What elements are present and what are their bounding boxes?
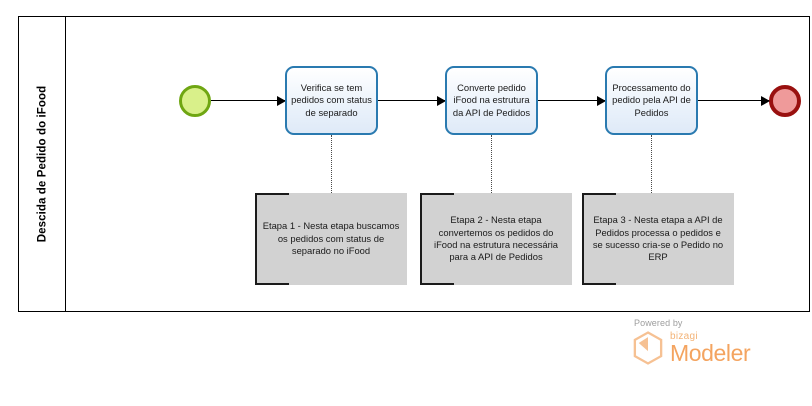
product-name-label: Modeler	[670, 339, 751, 366]
sequence-flow-task-1-to-task-2[interactable]	[378, 95, 446, 106]
task-label: Processamento do pedido pela API de Pedi…	[612, 82, 691, 118]
branding-block: Powered by bizagi Modeler	[632, 318, 808, 388]
association-task-2-to-annotation-2	[491, 135, 492, 193]
text-annotation-etapa-3[interactable]: Etapa 3 - Nesta etapa a API de Pedidos p…	[582, 193, 734, 285]
lane-body: Verifica se tem pedidos com status de se…	[66, 17, 809, 311]
brand-row: bizagi Modeler	[632, 331, 808, 365]
bizagi-hexagon-logo-icon	[633, 331, 663, 365]
arrowhead-icon	[437, 95, 446, 106]
annotation-label: Etapa 2 - Nesta etapa convertemos os ped…	[433, 214, 559, 263]
task-processamento-pedido[interactable]: Processamento do pedido pela API de Pedi…	[605, 66, 698, 135]
task-label: Verifica se tem pedidos com status de se…	[291, 82, 372, 118]
annotation-label: Etapa 3 - Nesta etapa a API de Pedidos p…	[592, 214, 724, 263]
association-task-1-to-annotation-1	[331, 135, 332, 193]
association-task-3-to-annotation-3	[651, 135, 652, 193]
end-event[interactable]	[769, 85, 801, 117]
arrowhead-icon	[597, 95, 606, 106]
bpmn-pool[interactable]: Descida de Pedido do iFood Verifica se t…	[18, 16, 810, 312]
sequence-flow-start-to-task-1[interactable]	[211, 95, 286, 106]
task-verifica-pedidos[interactable]: Verifica se tem pedidos com status de se…	[285, 66, 378, 135]
annotation-label: Etapa 1 - Nesta etapa buscamos os pedido…	[262, 220, 400, 257]
arrowhead-icon	[277, 95, 286, 106]
lane-title: Descida de Pedido do iFood	[36, 85, 48, 243]
sequence-flow-task-3-to-end[interactable]	[698, 95, 770, 106]
start-event[interactable]	[179, 85, 211, 117]
brand-text: bizagi Modeler	[670, 330, 751, 366]
task-label: Converte pedido iFood na estrutura da AP…	[452, 82, 531, 118]
sequence-flow-task-2-to-task-3[interactable]	[538, 95, 606, 106]
lane-header[interactable]: Descida de Pedido do iFood	[19, 17, 66, 311]
arrowhead-icon	[761, 95, 770, 106]
task-converte-pedido[interactable]: Converte pedido iFood na estrutura da AP…	[445, 66, 538, 135]
text-annotation-etapa-2[interactable]: Etapa 2 - Nesta etapa convertemos os ped…	[420, 193, 572, 285]
brand-name-label: bizagi	[670, 330, 698, 342]
powered-by-label: Powered by	[634, 318, 683, 328]
text-annotation-etapa-1[interactable]: Etapa 1 - Nesta etapa buscamos os pedido…	[255, 193, 407, 285]
